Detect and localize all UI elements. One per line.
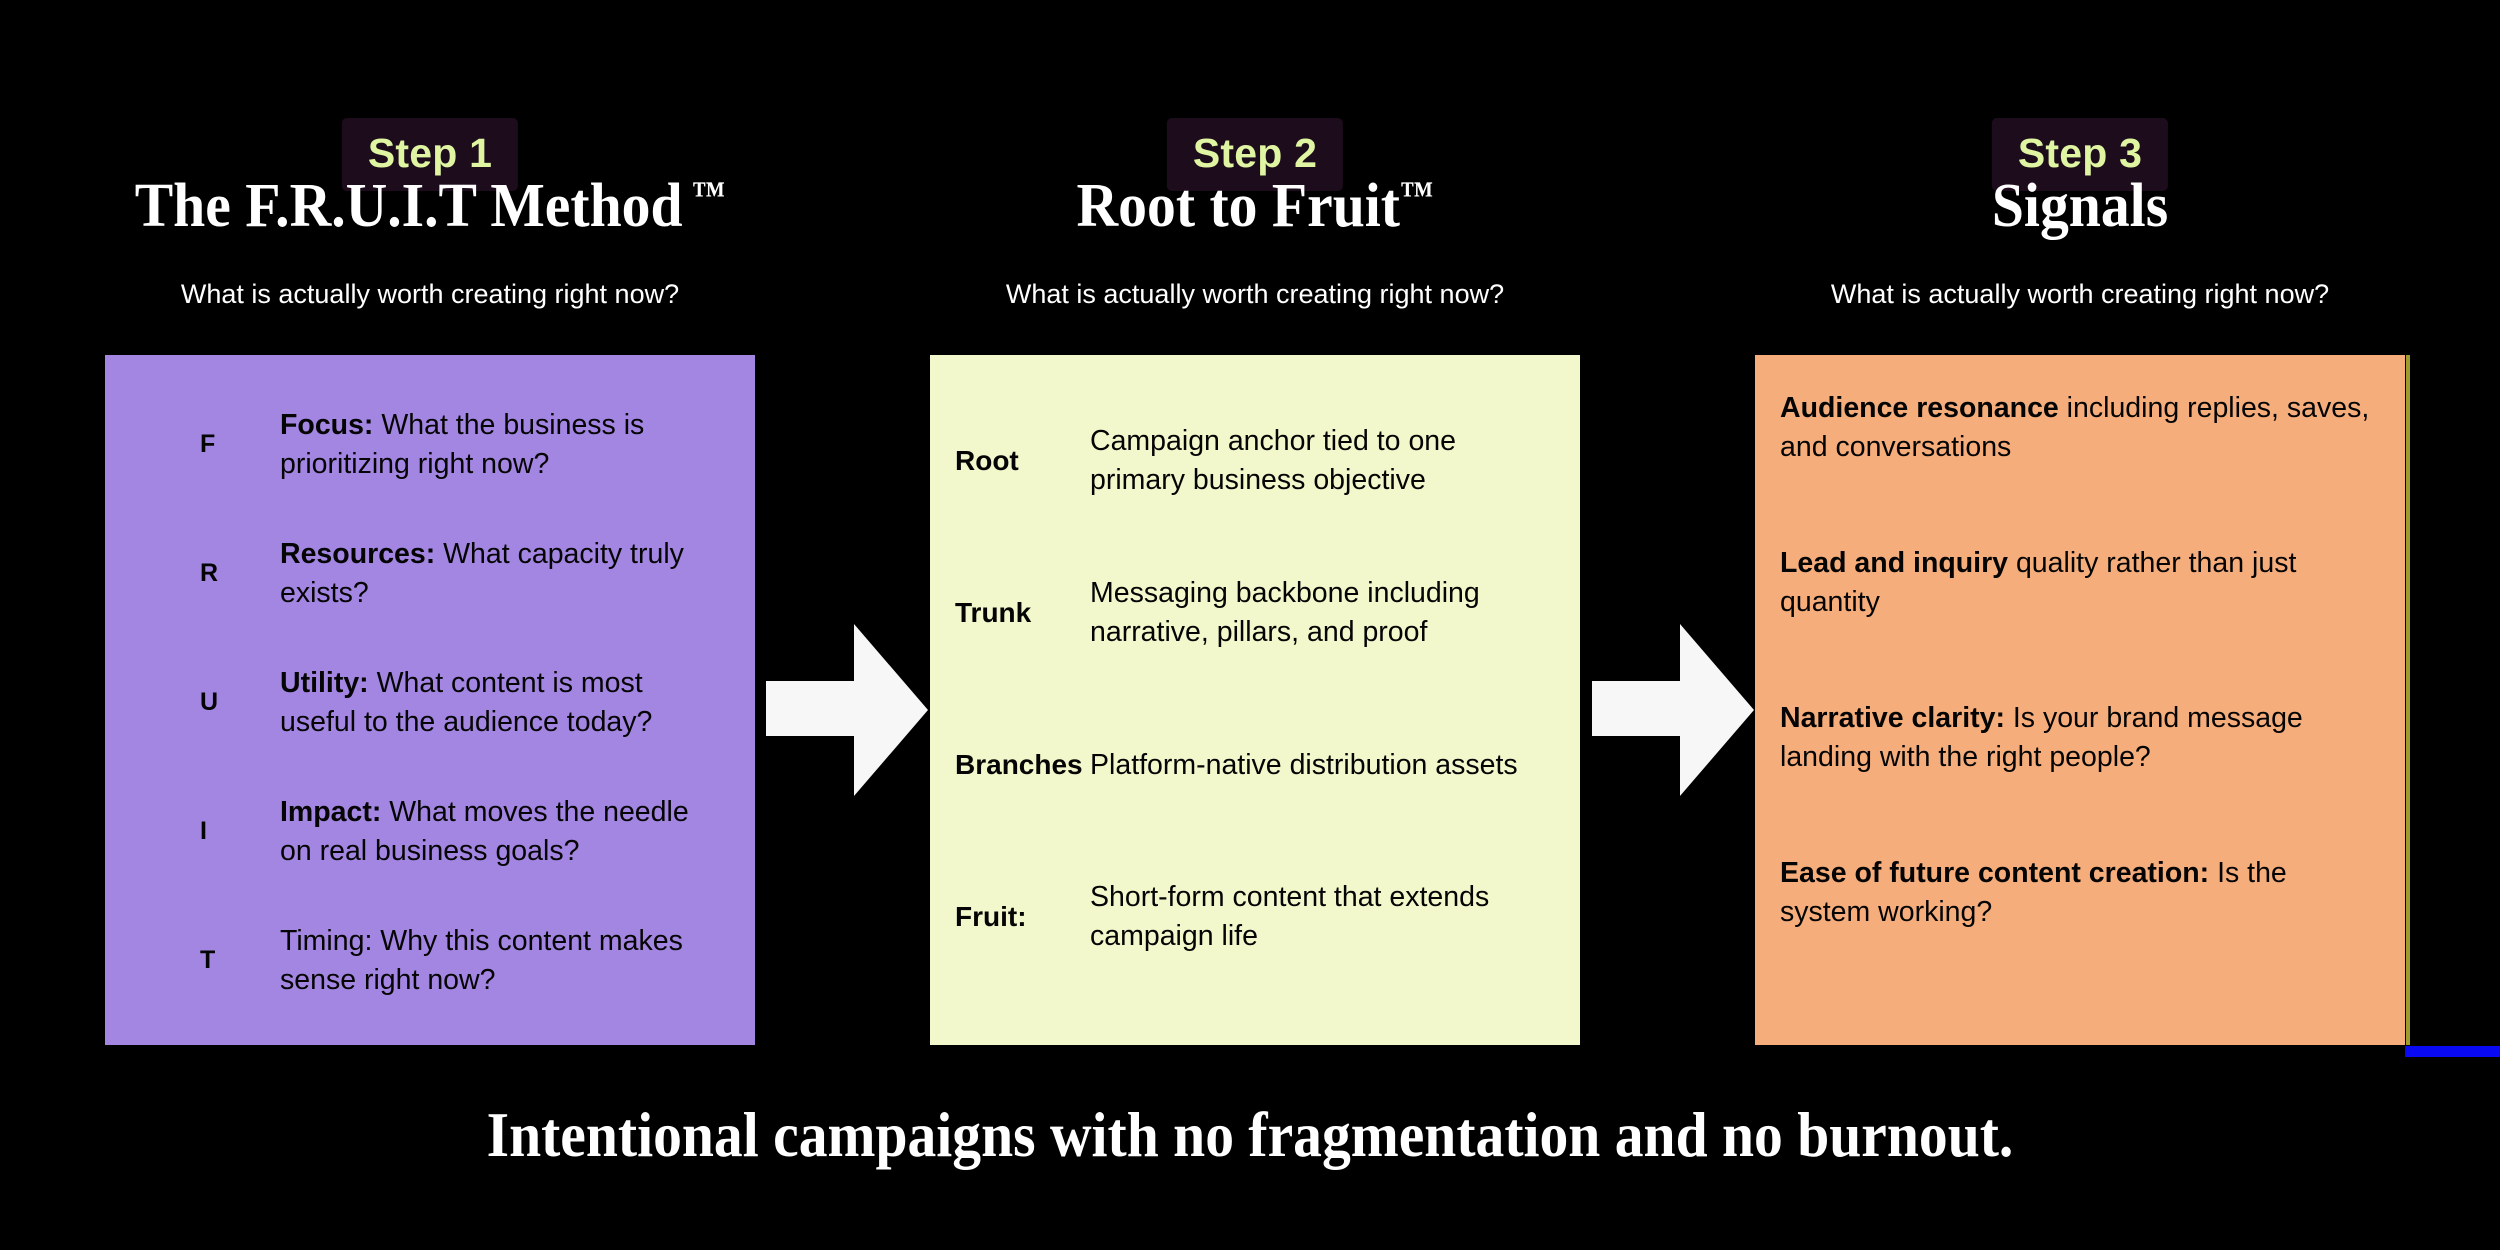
trademark-symbol-2: ™	[1400, 174, 1434, 215]
fruit-letter-i: I	[200, 816, 207, 845]
arrow-step1-to-step2	[762, 618, 932, 808]
step-badge-3: Step 3	[1991, 118, 2169, 191]
column-heading-text-3: Signals	[1991, 172, 2169, 240]
footer-tagline: Intentional campaigns with no fragmentat…	[486, 1099, 2014, 1170]
root-desc-fruit: Short-form content that extends campaign…	[1090, 881, 1490, 952]
list-item: F Focus: What the business is prioritizi…	[105, 380, 755, 509]
fruit-desc-u: Utility: What content is most useful to …	[280, 664, 755, 742]
panel-edge-sliver	[2406, 355, 2410, 1045]
list-item: Branches Platform-native distribution as…	[930, 689, 1580, 841]
root-label-branches: Branches	[955, 748, 1083, 780]
fruit-label-f: Focus:	[280, 408, 374, 441]
root-label-fruit: Fruit:	[955, 900, 1027, 932]
root-desc-branches: Platform-native distribution assets	[1090, 748, 1518, 781]
column-subtitle-2: What is actually worth creating right no…	[1005, 279, 1505, 309]
fruit-letter-r: R	[200, 558, 219, 587]
list-item: T Timing: Why this content makes sense r…	[105, 896, 755, 1025]
fruit-desc-f: Focus: What the business is prioritizing…	[280, 406, 755, 484]
fruit-label-i: Impact:	[280, 795, 382, 828]
fruit-letter-f: F	[200, 429, 216, 458]
fruit-text-f: What the business is prioritizing right …	[280, 408, 645, 480]
signal-text-ease-of-future-content-creation: Is the system working?	[1780, 857, 2287, 928]
fruit-text-i: What moves the needle on real business g…	[280, 795, 689, 867]
signal-label-ease-of-future-content-creation: Ease of future content creation:	[1780, 857, 2210, 889]
step-column-2: Step 2 Root to Fruit™ What is actually w…	[930, 0, 1580, 1060]
root-desc-root: Campaign anchor tied to one primary busi…	[1090, 425, 1456, 496]
root-label-trunk: Trunk	[955, 596, 1032, 628]
list-item: Fruit: Short-form content that extends c…	[930, 841, 1580, 993]
step-badge-1: Step 1	[341, 118, 519, 191]
fruit-text-u: What content is most useful to the audie…	[280, 666, 653, 738]
list-item: Trunk Messaging backbone including narra…	[930, 537, 1580, 689]
column-heading-2: Root to Fruit™	[953, 172, 1558, 241]
signal-text-narrative-clarity: Is your brand message landing with the r…	[1780, 702, 2303, 773]
trademark-symbol-1: ™	[691, 174, 726, 215]
fruit-label-r: Resources:	[280, 537, 436, 570]
signals-list: Audience resonance including replies, sa…	[1780, 389, 2379, 1009]
list-item: Narrative clarity: Is your brand message…	[1780, 699, 2379, 854]
arrow-step2-to-step3	[1588, 618, 1758, 808]
signal-label-lead-and-inquiry: Lead and inquiry	[1780, 547, 2009, 579]
list-item: Root Campaign anchor tied to one primary…	[930, 385, 1580, 537]
panel-signals: Audience resonance including replies, sa…	[1755, 355, 2405, 1045]
fruit-letter-t: T	[200, 945, 216, 974]
column-heading-3: Signals	[1778, 172, 2383, 241]
fruit-label-u: Utility:	[280, 666, 369, 699]
signal-label-narrative-clarity: Narrative clarity:	[1780, 702, 2005, 734]
root-desc-trunk: Messaging backbone including narrative, …	[1090, 577, 1480, 648]
column-subtitle-3: What is actually worth creating right no…	[1830, 279, 2330, 309]
root-label-root: Root	[955, 444, 1019, 476]
step-column-3: Step 3 Signals What is actually worth cr…	[1755, 0, 2405, 1060]
fruit-method-list: F Focus: What the business is prioritizi…	[105, 380, 755, 1025]
fruit-desc-t: Timing: Why this content makes sense rig…	[280, 922, 755, 1000]
signal-text-audience-resonance: including replies, saves, and conversati…	[1780, 392, 2370, 463]
column-heading-text-1: The F.R.U.I.T Method	[134, 172, 683, 240]
signal-label-audience-resonance: Audience resonance	[1780, 392, 2059, 424]
list-item: Lead and inquiry quality rather than jus…	[1780, 544, 2379, 699]
step-badge-2: Step 2	[1166, 118, 1344, 191]
list-item: R Resources: What capacity truly exists?	[105, 509, 755, 638]
blue-accent-bar	[2405, 1046, 2500, 1057]
list-item: I Impact: What moves the needle on real …	[105, 767, 755, 896]
fruit-text-t: Timing: Why this content makes sense rig…	[280, 924, 683, 996]
fruit-desc-i: Impact: What moves the needle on real bu…	[280, 793, 755, 871]
panel-fruit-method: F Focus: What the business is prioritizi…	[105, 355, 755, 1045]
list-item: U Utility: What content is most useful t…	[105, 638, 755, 767]
fruit-text-r: What capacity truly exists?	[280, 537, 684, 609]
arrow-right-icon	[766, 624, 928, 796]
list-item: Ease of future content creation: Is the …	[1780, 854, 2379, 1009]
arrow-right-icon	[1592, 624, 1754, 796]
column-subtitle-1: What is actually worth creating right no…	[180, 279, 680, 309]
fruit-desc-r: Resources: What capacity truly exists?	[280, 535, 755, 613]
list-item: Audience resonance including replies, sa…	[1780, 389, 2379, 544]
fruit-letter-u: U	[200, 687, 219, 716]
signal-text-lead-and-inquiry: quality rather than just quantity	[1780, 547, 2297, 618]
root-to-fruit-list: Root Campaign anchor tied to one primary…	[930, 385, 1580, 993]
panel-root-to-fruit: Root Campaign anchor tied to one primary…	[930, 355, 1580, 1045]
column-heading-text-2: Root to Fruit	[1076, 172, 1401, 240]
